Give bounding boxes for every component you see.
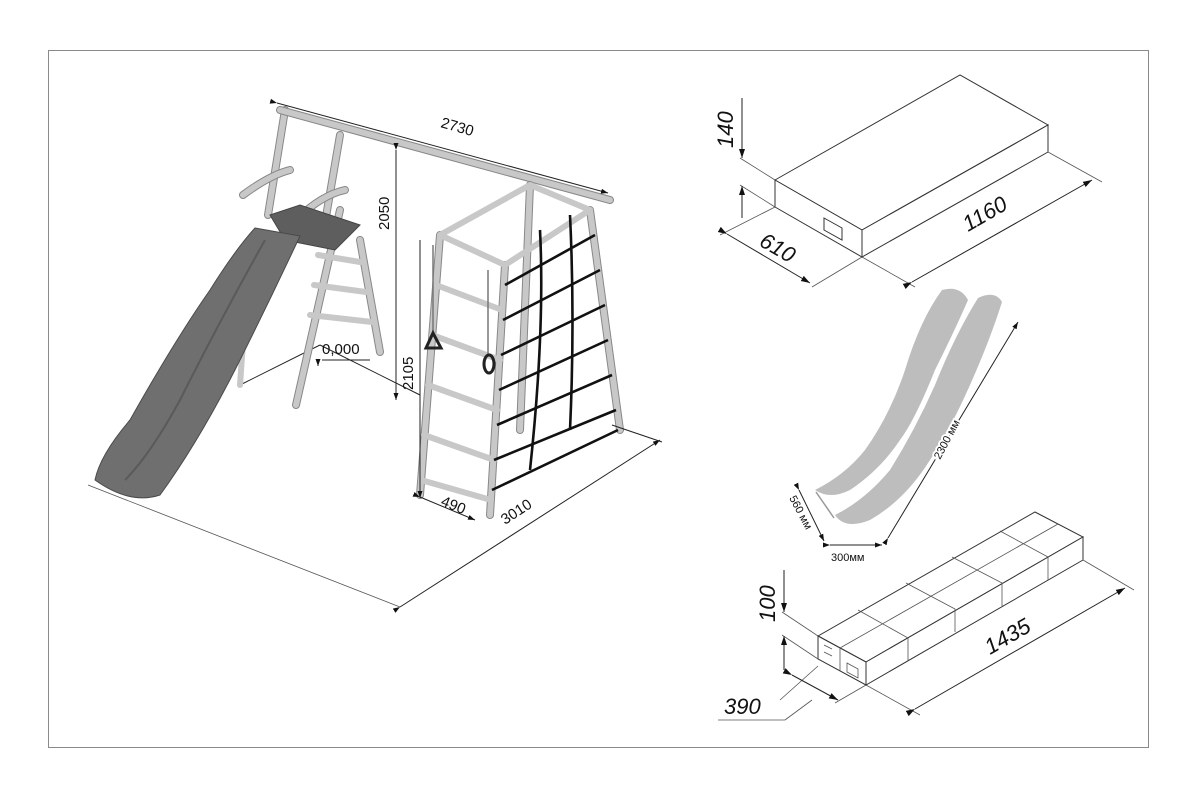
drawing-frame: [48, 50, 1149, 748]
playset-dimension-lines: [269, 98, 663, 613]
package-box-drawing: [717, 74, 1103, 290]
dim-beam-height: 2050: [376, 197, 393, 230]
long-package-height: 100: [755, 585, 780, 622]
slide-width: 300мм: [831, 552, 864, 564]
dim-platform-level: 0,000: [322, 341, 360, 358]
playset-illustration: 2730 2050 0,000 2105 490 3010: [87, 98, 663, 613]
box-width: 610: [756, 228, 801, 268]
long-package-drawing: [718, 511, 1135, 721]
slide-part-drawing: [793, 288, 1019, 548]
long-package-width: 390: [724, 694, 761, 719]
dim-top-beam-length: 2730: [439, 115, 476, 141]
dim-ladder-width: 490: [439, 493, 469, 518]
box-height: 140: [713, 111, 738, 148]
long-package-length: 1435: [980, 613, 1036, 660]
climbing-frame: [416, 181, 624, 519]
slide-body: [94, 227, 301, 499]
dim-total-height: 2105: [400, 357, 417, 390]
